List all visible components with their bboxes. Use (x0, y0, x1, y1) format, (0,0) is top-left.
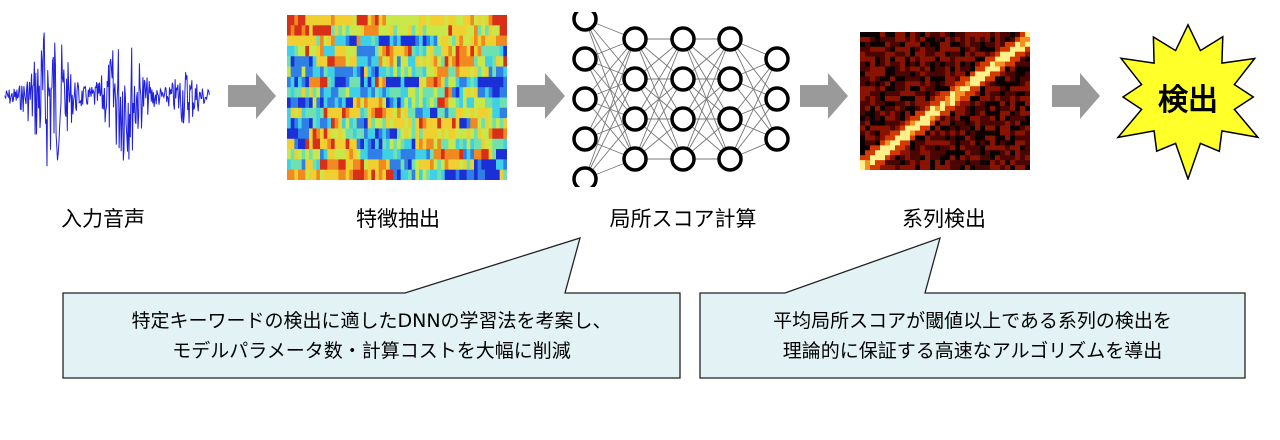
arrow-right-icon (1052, 73, 1100, 119)
callout-right-line2: 理論的に保証する高速なアルゴリズムを導出 (782, 340, 1163, 362)
callout-right-line1: 平均局所スコアが閾値以上である系列の検出を (773, 310, 1172, 332)
heatmap-icon (860, 32, 1030, 170)
callout-left-line2: モデルパラメータ数・計算コストを大幅に削減 (172, 340, 571, 362)
stage-label-feature: 特徴抽出 (356, 207, 440, 231)
arrow-right-icon (800, 73, 848, 119)
waveform-icon (4, 32, 210, 167)
callout-left-line1: 特定キーワードの検出に適したDNNの学習法を考案し、 (131, 310, 612, 332)
detection-label: 検出 (1158, 83, 1218, 118)
callout-right-text: 平均局所スコアが閾値以上である系列の検出を 理論的に保証する高速なアルゴリズムを… (700, 306, 1245, 366)
arrow-right-icon (517, 73, 565, 119)
neural-network-icon (572, 12, 790, 187)
arrow-right-icon (228, 73, 276, 119)
stage-label-input: 入力音声 (61, 207, 145, 231)
stage-label-local-score: 局所スコア計算 (609, 207, 757, 231)
callout-left-text: 特定キーワードの検出に適したDNNの学習法を考案し、 モデルパラメータ数・計算コ… (63, 306, 680, 366)
stage-label-sequence: 系列検出 (902, 207, 986, 231)
spectrogram-icon (287, 15, 507, 180)
starburst-icon (1116, 23, 1260, 180)
